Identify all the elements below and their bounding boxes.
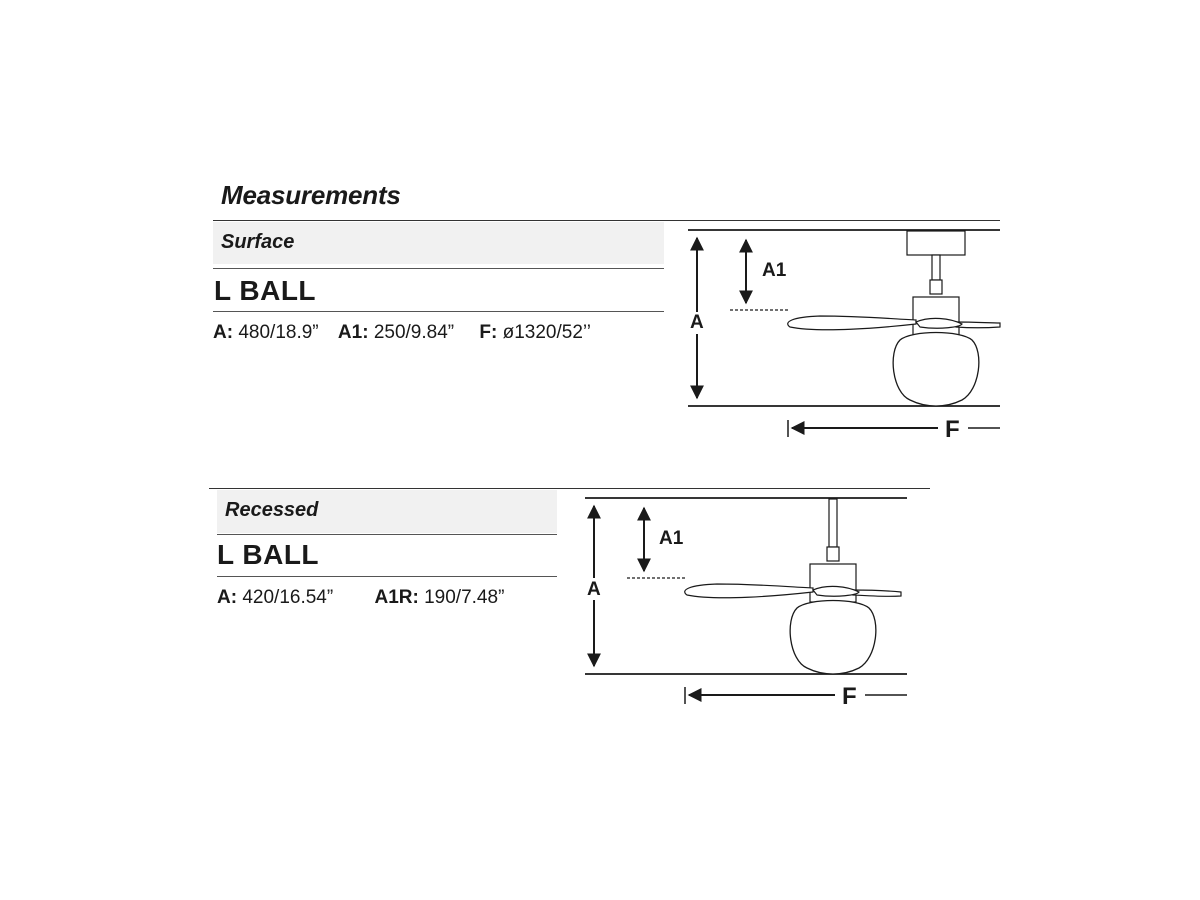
light-globe bbox=[789, 599, 877, 675]
dimension-a-label: A bbox=[587, 579, 601, 600]
fan-blade bbox=[684, 583, 814, 599]
label-divider bbox=[217, 534, 557, 535]
section-label-band bbox=[213, 222, 664, 264]
spec-a: A: 420/16.54” bbox=[217, 587, 334, 608]
fan-blade bbox=[915, 317, 963, 329]
spec-a1: A1: 250/9.84” bbox=[337, 322, 455, 343]
page-title: Measurements bbox=[221, 180, 401, 210]
fan-blade bbox=[812, 585, 860, 597]
ceiling-canopy bbox=[906, 230, 966, 256]
section-divider bbox=[213, 220, 1000, 221]
section-label-band bbox=[217, 490, 557, 533]
spec-row: A: 480/18.9” A1: 250/9.84” F: ø1320/52’’ bbox=[213, 322, 591, 344]
dimension-a1-label: A1 bbox=[762, 260, 787, 281]
model-divider bbox=[213, 311, 664, 312]
model-name: L BALL bbox=[217, 539, 320, 570]
model-name: L BALL bbox=[214, 275, 317, 306]
dimension-a-label: A bbox=[690, 312, 704, 333]
spec-f: F: ø1320/52’’ bbox=[479, 322, 592, 343]
spec-row: A: 420/16.54” A1R: 190/7.48” bbox=[217, 587, 504, 609]
dimension-a1-label: A1 bbox=[659, 528, 684, 549]
section-divider bbox=[209, 488, 930, 489]
label-divider bbox=[213, 268, 664, 269]
model-divider bbox=[217, 576, 557, 577]
fan-blade bbox=[787, 315, 917, 331]
dimension-f-label: F bbox=[945, 416, 960, 443]
section-label: Recessed bbox=[225, 499, 319, 521]
downrod bbox=[828, 498, 838, 548]
spec-a: A: 480/18.9” bbox=[213, 322, 319, 343]
dimension-f-label: F bbox=[842, 683, 857, 710]
fan-blade bbox=[955, 321, 1001, 329]
spec-a1r: A1R: 190/7.48” bbox=[374, 587, 505, 608]
section-label: Surface bbox=[221, 231, 295, 253]
downrod-joint bbox=[929, 279, 943, 295]
light-globe bbox=[892, 331, 980, 407]
downrod-joint bbox=[826, 546, 840, 562]
fan-blade bbox=[852, 589, 902, 598]
